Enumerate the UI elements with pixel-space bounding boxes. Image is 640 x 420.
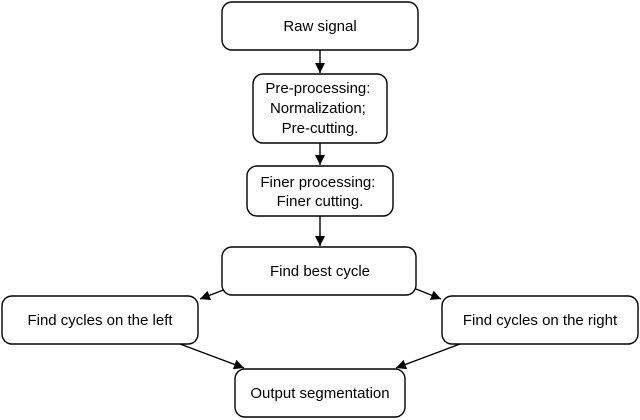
svg-text:Find best cycle: Find best cycle	[270, 263, 370, 280]
node-find-best-cycle: Find best cycle	[221, 246, 417, 296]
node-find-cycles-right: Find cycles on the right	[441, 295, 639, 345]
node-raw-signal-line-1: Raw signal	[283, 18, 356, 35]
edge-right-to-output	[395, 343, 461, 370]
svg-text:Find cycles on the right: Find cycles on the right	[463, 312, 618, 329]
svg-text:Find cycles on the left: Find cycles on the left	[27, 312, 173, 329]
svg-text:Raw signal: Raw signal	[283, 18, 356, 35]
node-finer-processing: Finer processing: Finer cutting.	[246, 165, 394, 217]
edge-bestcycle-to-right	[415, 288, 442, 300]
node-pre-processing: Pre-processing: Normalization; Pre-cutti…	[252, 73, 388, 144]
node-pre-processing-line-1: Pre-processing:	[265, 80, 370, 97]
node-find-cycles-left: Find cycles on the left	[1, 295, 199, 345]
svg-text:Output segmentation: Output segmentation	[250, 385, 389, 402]
node-finer-processing-line-2: Finer cutting.	[277, 193, 364, 210]
edge-left-to-output	[179, 343, 245, 370]
node-finer-processing-line-1: Finer processing:	[260, 174, 375, 191]
svg-text:Pre-processing: Normaliz: Pre-processing: Normalization; Pre-cutti…	[265, 80, 374, 137]
node-pre-processing-line-2: Normalization;	[270, 100, 366, 117]
node-pre-processing-line-3: Pre-cutting.	[282, 120, 359, 137]
node-find-cycles-right-line-1: Find cycles on the right	[463, 312, 618, 329]
svg-text:Finer processing: Finer: Finer processing: Finer cutting.	[260, 174, 379, 210]
node-output-segmentation-line-1: Output segmentation	[250, 385, 389, 402]
node-find-cycles-left-line-1: Find cycles on the left	[27, 312, 173, 329]
node-output-segmentation: Output segmentation	[234, 368, 406, 418]
edge-bestcycle-to-left	[199, 288, 227, 301]
node-find-best-cycle-line-1: Find best cycle	[270, 263, 370, 280]
node-raw-signal: Raw signal	[221, 1, 419, 51]
flowchart-edges	[179, 50, 461, 370]
